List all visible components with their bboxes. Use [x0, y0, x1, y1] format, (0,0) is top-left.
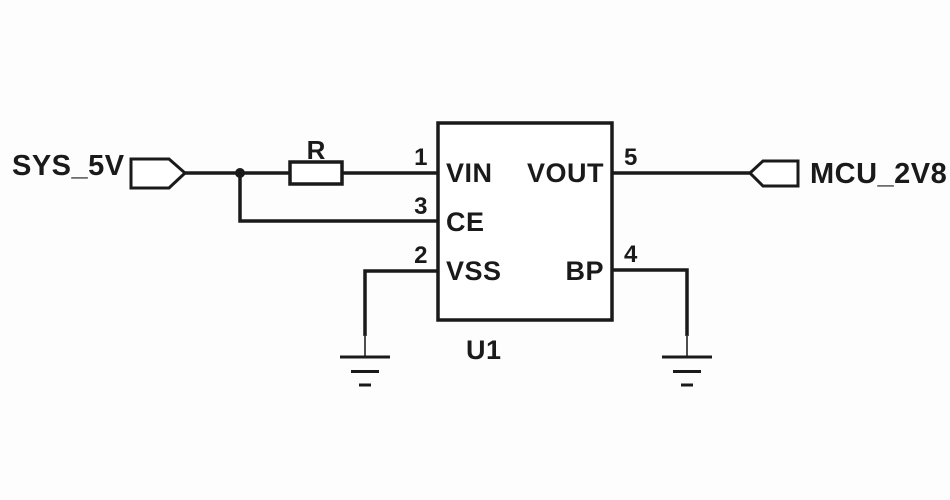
pin-number-2: 2 — [414, 242, 428, 269]
pin-number-5: 5 — [624, 144, 638, 171]
resistor-body — [288, 160, 344, 186]
wire-vss-to-ground — [363, 269, 438, 336]
pin-number-1: 1 — [414, 144, 428, 171]
pin-name-bp: BP — [565, 256, 604, 286]
pin-name-vss: VSS — [446, 256, 502, 286]
port-connector-input — [129, 157, 188, 190]
pin-name-ce: CE — [446, 207, 485, 237]
pin-number-3: 3 — [414, 193, 428, 220]
pin-name-vout: VOUT — [526, 158, 604, 188]
ground-symbol-right — [662, 355, 712, 387]
wire-bp-to-ground — [612, 268, 689, 336]
net-label-output: MCU_2V8 — [810, 158, 948, 190]
port-connector-output — [747, 159, 800, 188]
pin-number-4: 4 — [624, 241, 638, 268]
ground-symbol-left — [340, 355, 390, 387]
net-label-input: SYS_5V — [12, 150, 125, 182]
pin-name-vin: VIN — [446, 158, 493, 188]
ground-stems — [364, 335, 688, 356]
ic-ref: U1 — [466, 335, 502, 365]
resistor-ref: R — [306, 135, 326, 165]
ic-body — [436, 121, 614, 322]
wires — [185, 171, 750, 336]
junction-dot — [235, 168, 245, 178]
wire-ce-branch — [238, 173, 438, 223]
